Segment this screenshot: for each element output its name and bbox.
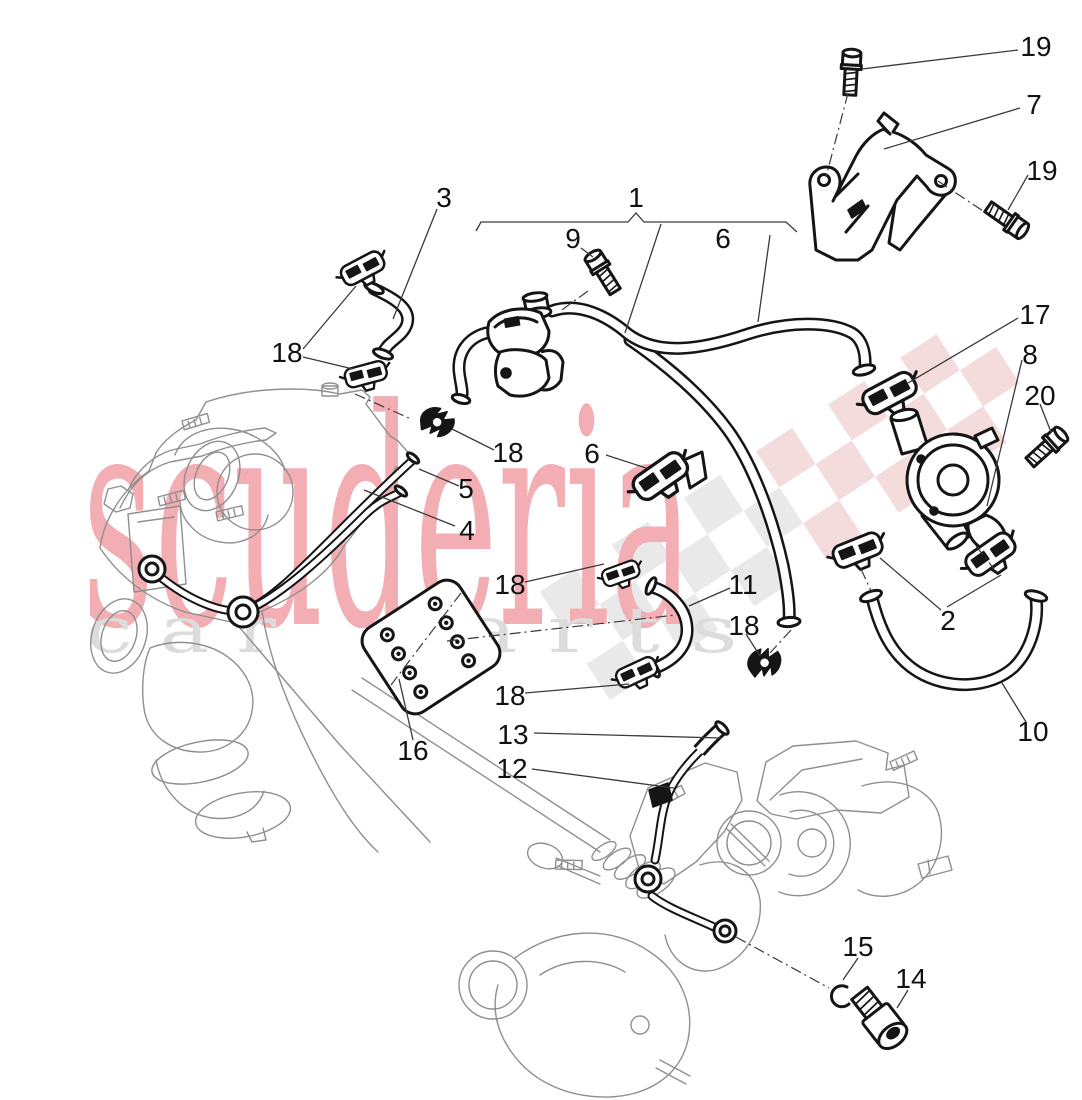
air-pump-8	[889, 407, 1008, 554]
callout-3-3: 3	[436, 182, 452, 213]
checker-cell	[756, 427, 816, 488]
callout-18-17: 18	[728, 610, 759, 641]
callout-16-20: 16	[397, 735, 428, 766]
pipe-sleeve-13	[693, 720, 730, 756]
callout-12-22: 12	[496, 753, 527, 784]
callout-5-13: 5	[458, 473, 474, 504]
banjo-bolt-14	[850, 985, 909, 1051]
callout-18-11: 18	[492, 437, 523, 468]
callout-19-2: 19	[1026, 155, 1057, 186]
air-hose-assembly-1	[450, 291, 877, 629]
air-pipe-4	[137, 484, 409, 629]
callout-2-18: 2	[940, 605, 956, 636]
callout-10-23: 10	[1017, 716, 1048, 747]
banjo-pipe-12	[633, 728, 738, 944]
checker-cell	[959, 346, 1020, 407]
callout-18-19: 18	[494, 680, 525, 711]
callout-4-14: 4	[459, 515, 475, 546]
checker-cell	[730, 546, 791, 607]
baffle-plate-16	[360, 578, 502, 716]
callout-20-9: 20	[1024, 380, 1055, 411]
callout-14-25: 14	[895, 963, 926, 994]
checker-cell	[683, 474, 744, 535]
callout-7-1: 7	[1026, 89, 1042, 120]
bracket-clamp-6	[622, 443, 708, 516]
bolt-20	[1021, 422, 1073, 472]
bolt-19	[838, 47, 864, 97]
bracket-7	[808, 111, 957, 262]
callout-17-7: 17	[1019, 299, 1050, 330]
bolt-9	[580, 245, 626, 299]
callout-13-21: 13	[497, 719, 528, 750]
callout-6-12: 6	[584, 438, 600, 469]
leader-lines	[302, 49, 1052, 1009]
spring-clamp-18	[743, 642, 786, 683]
callout-18-15: 18	[494, 569, 525, 600]
callout-15-24: 15	[842, 931, 873, 962]
turbocharger-ghost-art	[458, 740, 953, 1098]
callout-1-4: 1	[628, 182, 644, 213]
foreground-parts	[137, 47, 1073, 1051]
callout-19-0: 19	[1020, 31, 1051, 62]
callout-11-16: 11	[728, 569, 757, 600]
air-hose-10	[859, 588, 1049, 692]
callout-18-10: 18	[271, 337, 302, 368]
breather-hose-3	[363, 280, 415, 361]
checker-cell	[599, 581, 659, 641]
callout-8-8: 8	[1022, 339, 1038, 370]
checker-cell	[815, 440, 876, 501]
bolt-19	[980, 197, 1033, 243]
callout-9-5: 9	[565, 223, 581, 254]
seal-washer-15	[830, 984, 851, 1009]
checker-cell	[671, 534, 731, 594]
callout-6-6: 6	[715, 223, 731, 254]
assembly-bracket-1	[475, 212, 798, 233]
checker-cell	[539, 568, 600, 628]
